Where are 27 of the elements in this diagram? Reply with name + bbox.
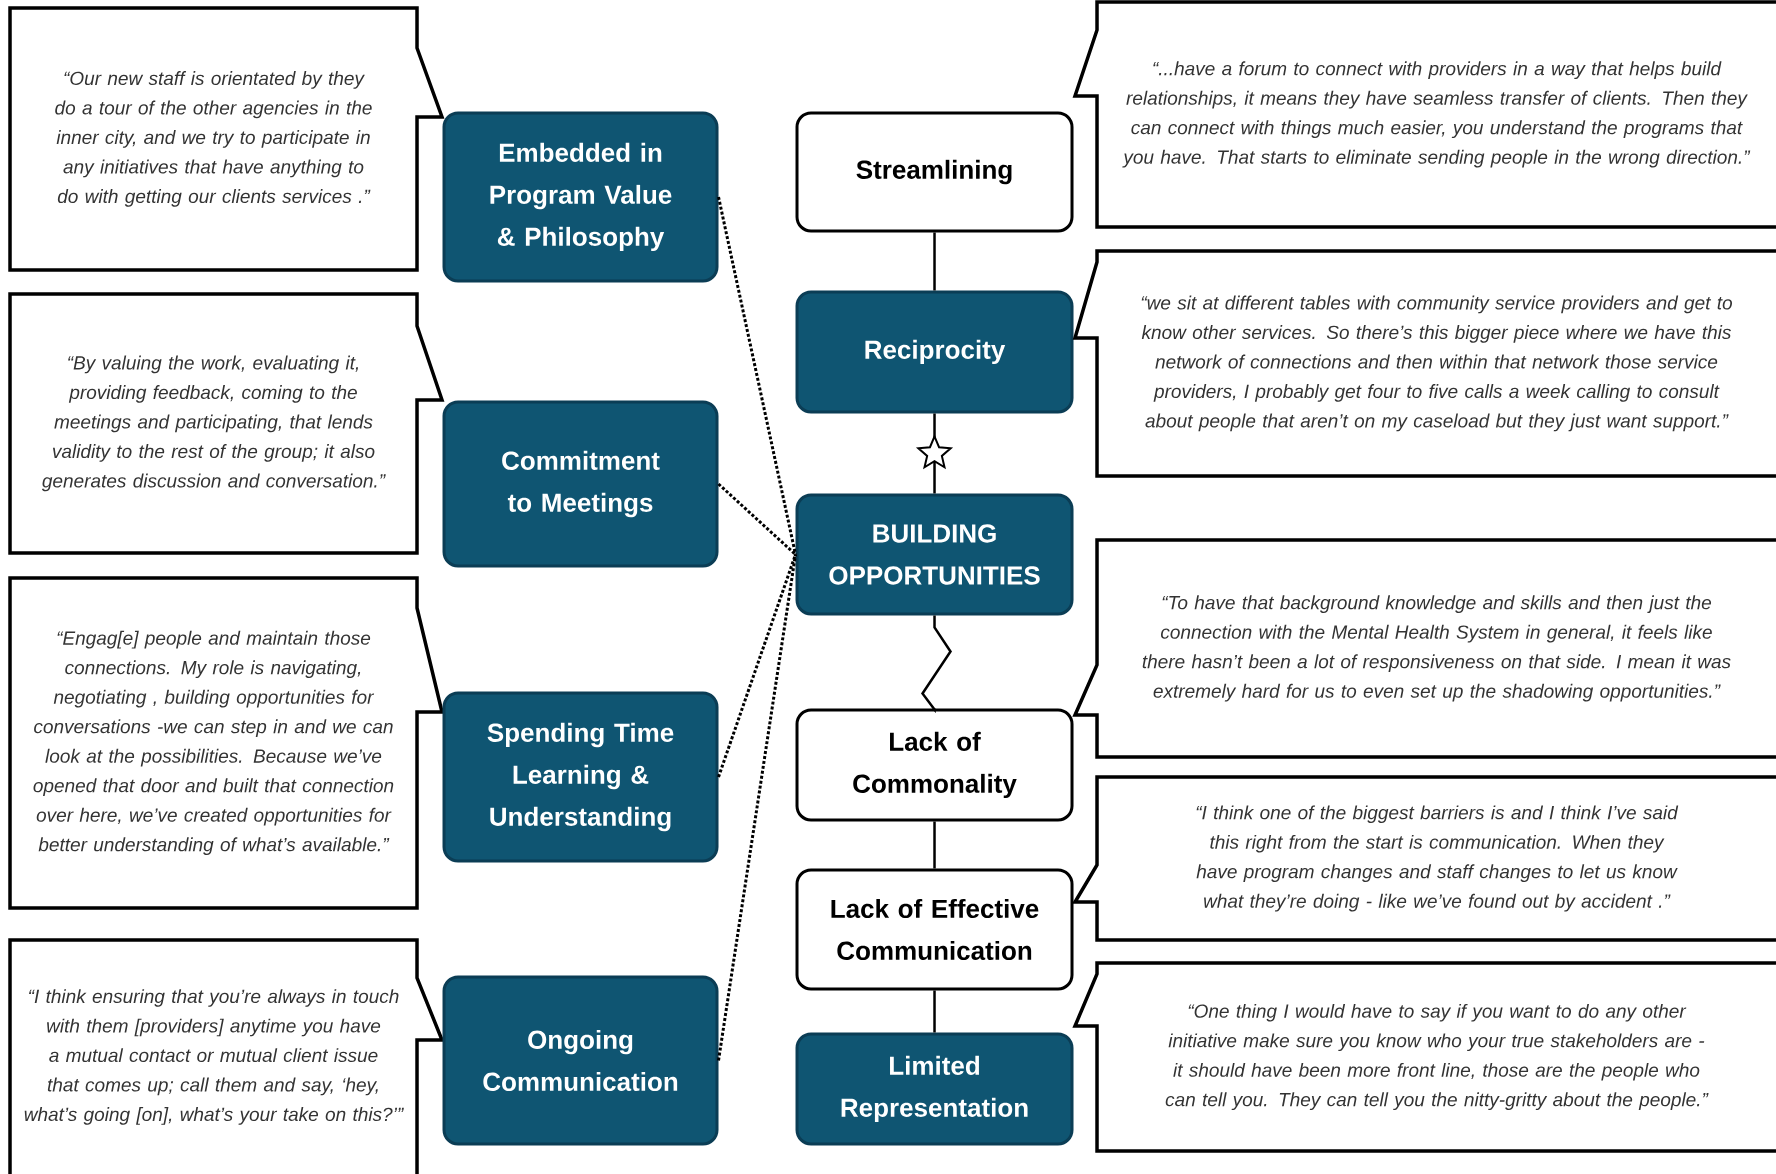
connector — [717, 482, 797, 556]
concept-box: Reciprocity — [795, 290, 1074, 414]
connector — [921, 615, 952, 714]
quote-callout: “I think one of the biggest barriers is and I think I’ve said this right from the start is communication. When they have program changes and staff changes to let us know what they’re doing - like we’ve found out by accident .” — [1071, 775, 1776, 942]
quote-callout: “we sit at different tables with community service providers and get to know other services. So there’s this bigger piece where we have this network of connections and then within that network those service providers, I probably get four to five calls a week calling to consult about people that aren’t on my caseload but they just want support.” — [1072, 249, 1776, 478]
connector — [717, 196, 797, 555]
concept-box: Embedded in Program Value & Philosophy — [442, 111, 719, 283]
connector — [717, 554, 797, 1061]
quote-callout: “I think ensuring that you’re always in touch with them [providers] anytime you have a mutual contact or mutual client issue that comes up; call them and say, ‘hey, what’s going [on], what’s your take on this?’” — [8, 938, 445, 1174]
quote-callout: “Engag[e] people and maintain those connections. My role is navigating, negotiating , building opportunities for conversations -we can step in and we can look at the possibilities. Because we’ve opened that door and built that connection over here, we’ve created opportunities for better understanding of what’s available.” — [8, 576, 445, 910]
connector — [933, 232, 936, 291]
connector — [933, 821, 936, 869]
quote-callout: “By valuing the work, evaluating it, providing feedback, coming to the meetings and participating, that lends validity to the rest of the group; it also generates discussion and conversation.” — [8, 292, 445, 555]
concept-box: Limited Representation — [795, 1032, 1074, 1146]
concept-box: Lack of Effective Communication — [795, 868, 1074, 991]
quote-callout: “One thing I would have to say if you want to do any other initiative make sure you know who your true stakeholders are - it should have been more front line, those are the people who can tell you. They can tell you the nitty-gritty about the people.” — [1072, 961, 1776, 1153]
concept-box: Ongoing Communication — [442, 975, 719, 1146]
connector — [717, 554, 797, 778]
concept-box: Commitment to Meetings — [442, 400, 719, 568]
concept-box: Lack of Commonality — [795, 708, 1074, 822]
concept-box: BUILDING OPPORTUNITIES — [795, 493, 1074, 616]
quote-callout: “To have that background knowledge and skills and then just the connection with the Mental Health System in general, it feels like there hasn’t been a lot of responsiveness on that side. I mean it was extremely hard for us to even set up the shadowing opportunities.” — [1072, 538, 1776, 759]
quote-callout: “...have a forum to connect with providers in a way that helps build relationships, it means they have seamless transfer of clients. Then they can connect with things much easier, you understand the programs that you have. That starts to eliminate sending people in the wrong direction.” — [1072, 0, 1776, 229]
quote-callout: “Our new staff is orientated by they do a tour of the other agencies in the inner city, and we try to participate in any initiatives that have anything to do with getting our clients services .” — [8, 6, 445, 272]
connector — [933, 990, 936, 1033]
concept-box: Streamlining — [795, 111, 1074, 233]
concept-box: Spending Time Learning & Understanding — [442, 691, 719, 863]
